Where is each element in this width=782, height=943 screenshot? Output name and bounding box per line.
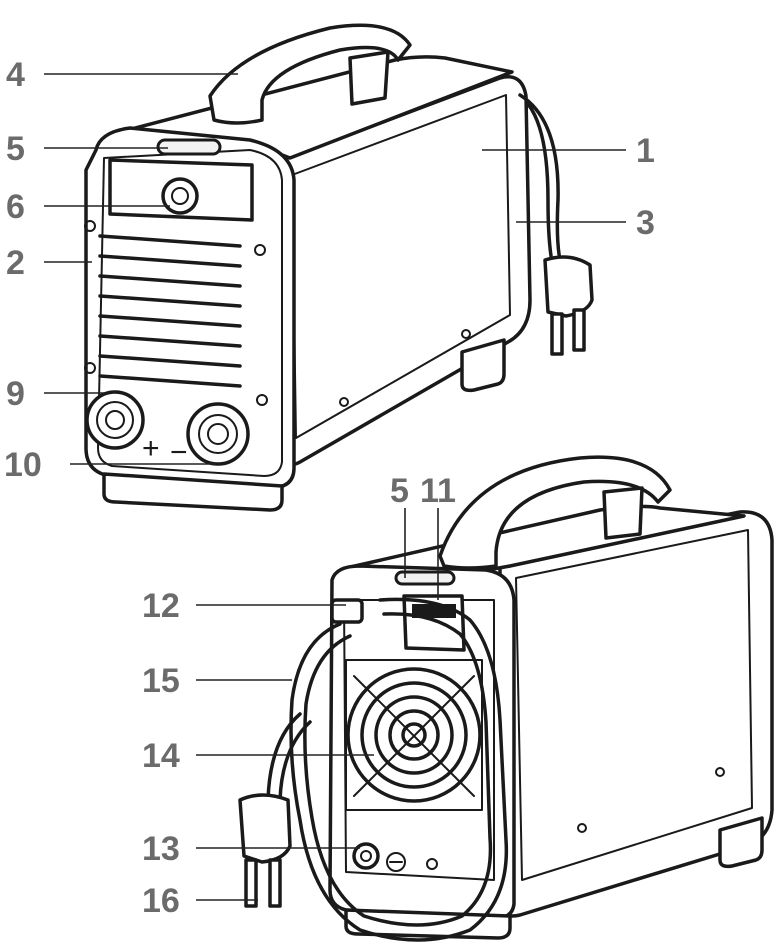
callout-11: 11 bbox=[420, 472, 456, 510]
front-view-negative-socket bbox=[186, 402, 250, 466]
callout-9: 9 bbox=[6, 375, 25, 413]
front-view-plug-pin-left bbox=[550, 312, 564, 356]
callout-1: 1 bbox=[636, 132, 655, 170]
rear-view-screw bbox=[426, 858, 438, 870]
callout-5-rear: 5 bbox=[390, 472, 409, 510]
rear-view-side-inner bbox=[515, 529, 753, 881]
front-view-screw bbox=[461, 329, 471, 339]
rear-view-welder bbox=[238, 455, 774, 942]
callout-5-front: 5 bbox=[6, 130, 25, 168]
front-view-screw bbox=[84, 362, 96, 374]
front-view-plug-pin-right bbox=[572, 308, 586, 352]
front-view-negative-socket-inner bbox=[198, 414, 238, 454]
front-view-plug bbox=[543, 255, 594, 318]
rear-view-plug-pin-left bbox=[244, 858, 258, 908]
callout-16: 16 bbox=[142, 882, 180, 920]
rear-view-fan-guard-bar bbox=[353, 675, 475, 797]
front-view-rear-foot bbox=[460, 338, 506, 393]
rear-view-fan-ring-4 bbox=[388, 709, 440, 761]
callout-10: 10 bbox=[4, 446, 42, 484]
rear-view-fan-ring-1 bbox=[346, 667, 482, 803]
rear-view-earth-symbol bbox=[386, 852, 406, 872]
callout-leaders bbox=[44, 73, 626, 901]
front-view-positive-socket-core bbox=[105, 410, 125, 430]
rear-view-indicator-lamp bbox=[394, 570, 456, 586]
rear-view-power-cable-loop-inner bbox=[303, 612, 493, 927]
rear-view-fan-housing bbox=[345, 659, 483, 811]
callout-6: 6 bbox=[6, 188, 25, 226]
rear-view-fan-ring-2 bbox=[360, 681, 468, 789]
rear-view-rear-foot bbox=[718, 816, 764, 869]
front-view-screw bbox=[254, 244, 266, 256]
callout-12: 12 bbox=[142, 587, 180, 625]
front-view-positive-socket bbox=[85, 390, 145, 450]
rear-view-fan-hub bbox=[401, 722, 427, 748]
rear-view-handle-leg bbox=[602, 486, 644, 540]
front-view-indicator-lamp bbox=[156, 138, 222, 156]
rear-view-cooling-fan bbox=[345, 659, 483, 811]
callout-13: 13 bbox=[142, 830, 180, 868]
front-view-screw bbox=[84, 220, 96, 232]
front-view-power-cord bbox=[518, 93, 562, 262]
front-view-screw bbox=[256, 394, 268, 406]
front-view-front-inner bbox=[97, 149, 283, 477]
rear-view-handle bbox=[438, 455, 672, 570]
callout-15: 15 bbox=[142, 662, 180, 700]
front-view-plus-symbol: + bbox=[142, 432, 160, 465]
callout-14: 14 bbox=[142, 737, 180, 775]
callout-2: 2 bbox=[6, 244, 25, 282]
front-view-base bbox=[102, 472, 284, 512]
rear-view-plug bbox=[238, 793, 292, 864]
front-view-minus-symbol: − bbox=[170, 436, 188, 469]
rear-view-fan-ring-3 bbox=[374, 695, 454, 775]
rear-view-earth-terminal bbox=[352, 842, 380, 870]
rear-view-cord-gland bbox=[330, 598, 364, 624]
rear-view-earth-terminal-core bbox=[360, 850, 372, 862]
rear-view-plug-pin-right bbox=[268, 858, 282, 908]
front-view-vent-slats bbox=[98, 234, 242, 388]
rear-view-screw bbox=[715, 767, 725, 777]
front-view-handle-leg bbox=[348, 50, 390, 106]
callout-3: 3 bbox=[636, 204, 655, 242]
front-view-screw bbox=[339, 397, 349, 407]
rear-view-screw bbox=[577, 823, 587, 833]
rear-view-power-cord bbox=[266, 712, 302, 802]
front-view-knob-center bbox=[171, 187, 189, 205]
callout-4: 4 bbox=[6, 56, 25, 94]
callout-numbers: 4 5 6 2 9 10 1 3 5 11 12 15 14 13 16 bbox=[4, 56, 655, 920]
front-view-current-knob bbox=[161, 177, 199, 215]
front-view-negative-socket-core bbox=[207, 423, 229, 445]
front-view-power-cord-inner bbox=[526, 102, 554, 264]
front-view-welder: + − bbox=[84, 23, 594, 512]
front-view-positive-socket-inner bbox=[96, 401, 134, 439]
